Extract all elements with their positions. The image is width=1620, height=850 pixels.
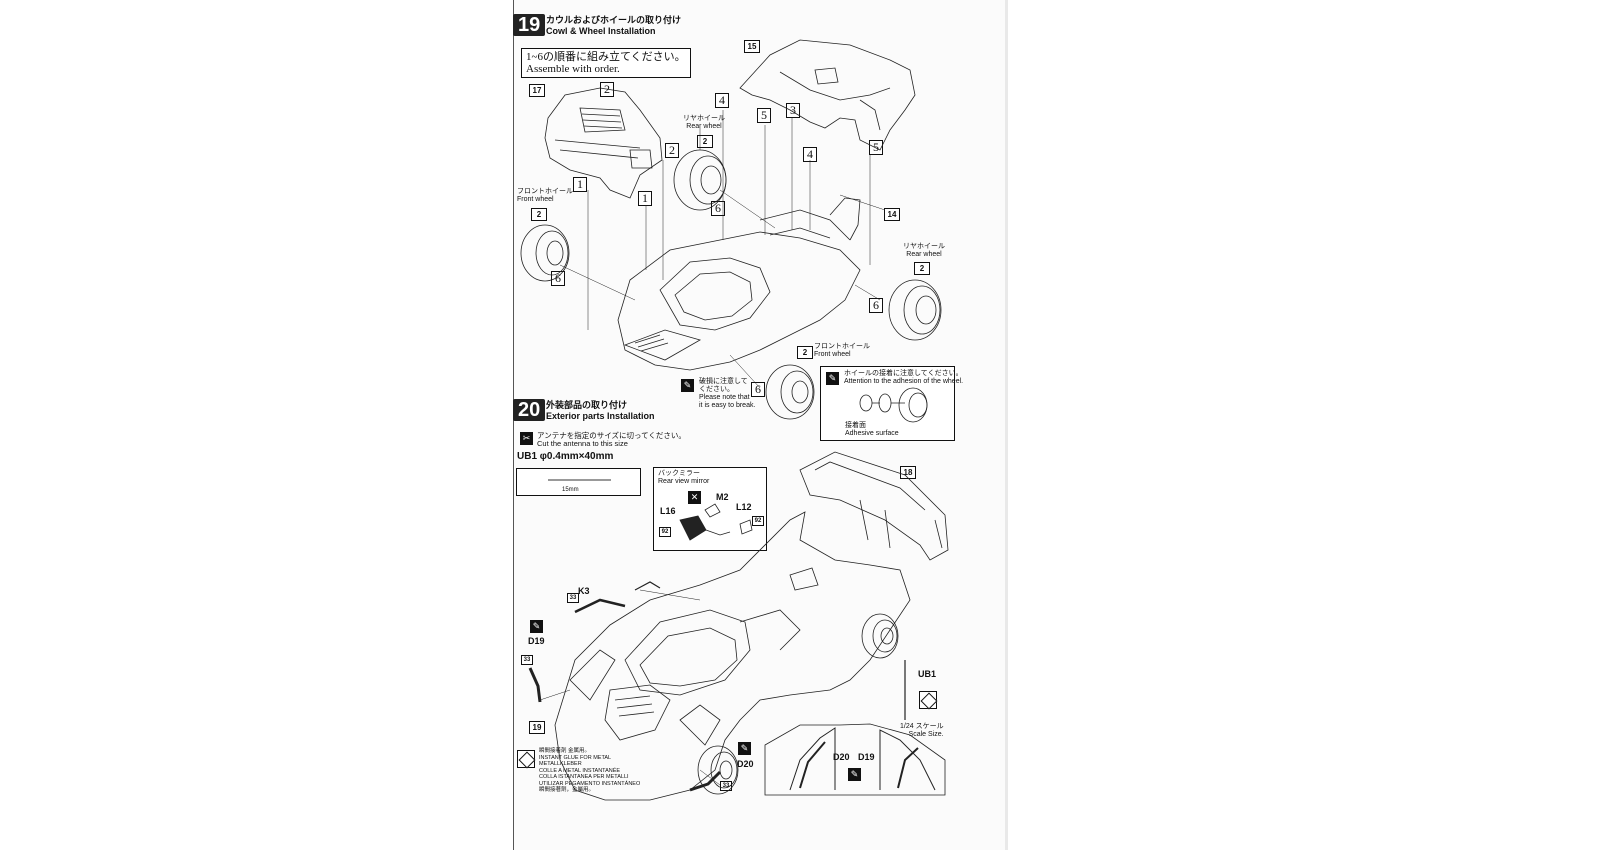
antenna-spec: UB1 φ0.4mm×40mm [517,451,614,462]
seq-5-right: 5 [869,140,883,155]
rear-wheel-jp: リヤホイール [683,115,725,122]
step-19-title-jp: カウルおよびホイールの取り付け [546,15,682,25]
seq-6-rear-right: 6 [869,298,883,313]
rear-view-mirror-jp: バックミラー [658,470,700,477]
seq-2-cowl-side: 2 [665,143,679,158]
adhesive-surface-label: 接着面 Adhesive surface [845,422,899,438]
step-19-title: カウルおよびホイールの取り付け Cowl & Wheel Installatio… [546,15,681,37]
scale-size-en: Scale Size. [908,731,944,738]
paint-code-33-d20: 33 [720,781,732,791]
seq-3: 3 [786,103,800,118]
paint-code-33-d19: 33 [521,655,533,665]
step-20-title: 外装部品の取り付け Exterior parts Installation [546,400,655,422]
glue-icon-inset: ✎ [848,768,861,781]
cut-antenna-icon: ✂ [520,432,533,445]
break-caution-en2: it is easy to break. [699,402,756,409]
break-caution-jp1: 破損に注意して [699,378,748,385]
seq-4-left: 4 [715,93,729,108]
part-14-label: 14 [884,208,900,221]
step-20-title-jp: 外装部品の取り付け [546,400,628,410]
wheel-part-2-rear-left: 2 [697,135,713,148]
assembly-order-note-jp: 1~6の順番に組み立てください。 [526,51,686,63]
rear-wheel-en: Rear wheel [686,123,722,130]
page-edge-shadow [1005,0,1008,850]
adhesion-caution-jp: ホイールの接着に注意してください。 [844,370,963,377]
rear-wheel-label-right: リヤホイール Rear wheel [903,243,945,259]
front-wheel-jp-right: フロントホイール [814,343,870,350]
seq-6-rear-left: 6 [711,201,725,216]
part-19-label: 19 [529,721,545,734]
part-d20-label: D20 [737,759,754,769]
rear-view-mirror-en: Rear view mirror [658,478,710,485]
inset-d20-label: D20 [833,752,850,762]
adhesion-caution-en: Attention to the adhesion of the wheel. [844,378,964,385]
adhesive-surface-en: Adhesive surface [845,430,899,437]
rear-view-mirror-label: バックミラー Rear view mirror [658,470,709,486]
break-caution-en1: Please note that [699,394,750,401]
caution-icon: ✎ [681,379,694,392]
glue-icon-d19: ✎ [530,620,543,633]
antenna-measure-line [548,479,611,481]
scale-size-label: 1/24 スケール Scale Size. [900,723,944,739]
part-d19-label: D19 [528,636,545,646]
part-18-label: 18 [900,466,916,479]
step-19-number: 19 [513,14,546,36]
break-caution-text: 破損に注意して ください。 Please note that it is eas… [699,378,755,410]
wheel-part-2-rear-right: 2 [914,262,930,275]
antenna-instruction: アンテナを指定のサイズに切ってください。 Cut the antenna to … [537,432,686,448]
antenna-measure-box [516,468,641,496]
rear-wheel-label-left: リヤホイール Rear wheel [683,115,725,131]
rear-wheel-en-right: Rear wheel [906,251,942,258]
step-20-number: 20 [513,399,546,421]
paint-code-92-right: 92 [752,516,764,526]
seq-1-left: 1 [573,177,587,192]
adhesive-surface-jp: 接着面 [845,422,866,429]
seq-4-right: 4 [803,147,817,162]
break-caution-jp2: ください。 [699,386,734,393]
front-wheel-jp: フロントホイール [517,188,573,195]
antenna-measure-label: 15mm [562,487,579,493]
antenna-instruction-jp: アンテナを指定のサイズに切ってください。 [537,431,686,440]
glue-line-4: COLLA ISTANTANEA PER METALLI [539,774,629,780]
wheel-part-2-front-left: 2 [531,208,547,221]
part-k3-label: K3 [578,586,590,596]
seq-2-front-cowl: 2 [600,82,614,97]
paint-code-33-k3: 33 [567,593,579,603]
front-wheel-label-right: フロントホイール Front wheel [814,343,870,359]
instant-glue-legend: 瞬間接着剤 金属用。 INSTANT GLUE FOR METAL METALL… [539,748,640,794]
seq-1-right: 1 [638,191,652,206]
part-l16-label: L16 [660,506,676,516]
part-17-label: 17 [529,84,545,97]
front-wheel-label-left: フロントホイール Front wheel [517,188,573,204]
scale-size-jp: 1/24 スケール [900,723,944,730]
front-wheel-en: Front wheel [517,196,554,203]
part-m2-label: M2 [716,492,729,502]
assembly-order-note: 1~6の順番に組み立てください。 Assemble with order. [521,48,691,78]
wheel-part-2-front-right: 2 [797,346,813,359]
part-ub1-label: UB1 [918,669,937,679]
step-20-title-en: Exterior parts Installation [546,411,655,421]
seq-6-front-left: 6 [551,271,565,286]
part-l12-label: L12 [736,502,752,512]
glue-line-6: 瞬間接著劑，金屬用。 [539,787,595,793]
front-wheel-en-right: Front wheel [814,351,851,358]
antenna-instruction-en: Cut the antenna to this size [537,439,628,448]
assembly-order-note-en: Assemble with order. [526,63,620,75]
paint-icon-mirror: ✕ [688,491,701,504]
adhesion-caution-text: ホイールの接着に注意してください。 Attention to the adhes… [844,370,963,386]
inset-d19-label: D19 [858,752,875,762]
part-15-label: 15 [744,40,760,53]
paint-code-92-left: 92 [659,527,671,537]
glue-icon-d20: ✎ [738,742,751,755]
seq-5-left: 5 [757,108,771,123]
rear-wheel-jp-right: リヤホイール [903,243,945,250]
step-19-title-en: Cowl & Wheel Installation [546,26,656,36]
adhesion-caution-icon: ✎ [826,372,839,385]
